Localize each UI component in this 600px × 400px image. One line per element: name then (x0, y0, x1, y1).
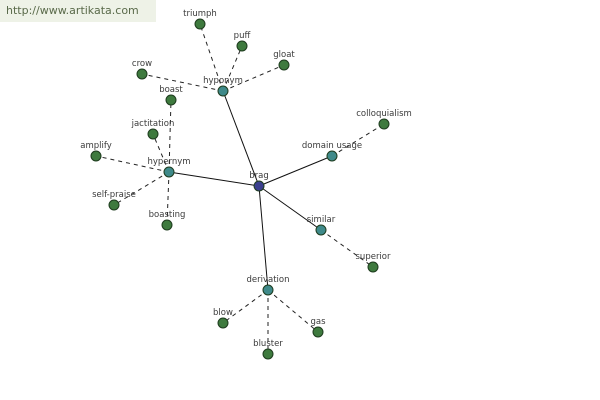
node-gloat-dot[interactable] (278, 59, 290, 71)
relation-node-similar-label: similar (307, 215, 336, 225)
relation-node-hypernym-label: hypernym (147, 157, 190, 167)
relation-node-hypernym-dot[interactable] (163, 166, 175, 178)
node-blow[interactable]: blow (213, 308, 233, 329)
node-self-praise-label: self-praise (92, 190, 136, 200)
node-amplify-label: amplify (80, 141, 111, 151)
edge-hyponym-triumph (199, 23, 224, 92)
edge-hypernym-boasting (166, 171, 170, 226)
node-colloquialism[interactable]: colloquialism (356, 109, 412, 130)
node-gas-label: gas (310, 317, 326, 327)
node-gloat[interactable]: gloat (273, 50, 295, 71)
edge-hypernym-jactitation (152, 133, 170, 173)
edge-hypernym-self-praise (113, 171, 170, 206)
node-jactitation-label: jactitation (131, 119, 175, 129)
node-crow-label: crow (132, 59, 152, 69)
node-blow-dot[interactable] (217, 317, 229, 329)
node-bluster-label: bluster (253, 339, 283, 349)
node-jactitation[interactable]: jactitation (131, 119, 175, 140)
node-gas-dot[interactable] (312, 326, 324, 338)
relation-node-derivation[interactable]: derivation (246, 275, 290, 296)
relation-node-domain-usage-label: domain usage (302, 141, 362, 151)
node-bluster-dot[interactable] (262, 348, 274, 360)
node-puff-label: puff (234, 31, 252, 41)
node-crow-dot[interactable] (136, 68, 148, 80)
edge-hyponym-puff (222, 45, 243, 92)
root-node-brag-dot[interactable] (253, 180, 265, 192)
edge-brag-domain-usage (258, 155, 333, 187)
edge-brag-hyponym (222, 90, 260, 187)
node-triumph[interactable]: triumph (183, 9, 217, 30)
relation-node-derivation-dot[interactable] (262, 284, 274, 296)
node-blow-label: blow (213, 308, 233, 318)
edge-similar-superior (320, 229, 374, 268)
node-self-praise-dot[interactable] (108, 199, 120, 211)
node-boast-dot[interactable] (165, 94, 177, 106)
relation-node-hypernym[interactable]: hypernym (147, 157, 191, 178)
relation-node-domain-usage-dot[interactable] (326, 150, 338, 162)
node-colloquialism-dot[interactable] (378, 118, 390, 130)
node-boast[interactable]: boast (159, 85, 183, 106)
edge-hyponym-gloat (222, 64, 285, 92)
edge-domain-usage-colloquialism (331, 123, 385, 157)
node-colloquialism-label: colloquialism (356, 109, 412, 119)
node-amplify-dot[interactable] (90, 150, 102, 162)
relation-node-similar-dot[interactable] (315, 224, 327, 236)
node-gas[interactable]: gas (310, 317, 326, 338)
node-superior[interactable]: superior (356, 252, 391, 273)
node-gloat-label: gloat (273, 50, 295, 60)
relation-node-similar[interactable]: similar (307, 215, 336, 236)
node-boasting-dot[interactable] (161, 219, 173, 231)
node-self-praise[interactable]: self-praise (92, 190, 136, 211)
node-boast-label: boast (159, 85, 183, 95)
edge-brag-derivation (258, 185, 269, 291)
node-crow[interactable]: crow (132, 59, 152, 80)
edge-derivation-blow (222, 289, 269, 324)
node-puff-dot[interactable] (236, 40, 248, 52)
edge-derivation-gas (267, 289, 319, 333)
relation-node-hyponym-label: hyponym (203, 76, 243, 86)
edge-brag-similar (258, 185, 322, 231)
relation-node-hyponym-dot[interactable] (217, 85, 229, 97)
node-superior-dot[interactable] (367, 261, 379, 273)
node-boasting-label: boasting (149, 210, 186, 220)
relation-node-domain-usage[interactable]: domain usage (302, 141, 362, 162)
node-superior-label: superior (356, 252, 391, 262)
node-jactitation-dot[interactable] (147, 128, 159, 140)
relation-node-derivation-label: derivation (246, 275, 289, 285)
node-amplify[interactable]: amplify (80, 141, 112, 162)
node-triumph-label: triumph (183, 9, 217, 19)
node-boasting[interactable]: boasting (149, 210, 186, 231)
node-triumph-dot[interactable] (194, 18, 206, 30)
node-bluster[interactable]: bluster (253, 339, 283, 360)
edge-brag-hypernym (168, 171, 260, 187)
node-puff[interactable]: puff (234, 31, 252, 52)
relation-node-hyponym[interactable]: hyponym (203, 76, 243, 97)
watermark: http://www.artikata.com (0, 0, 156, 22)
root-node-brag-label: brag (249, 171, 269, 181)
edge-hyponym-crow (141, 73, 224, 92)
root-node-brag[interactable]: brag (249, 171, 269, 192)
